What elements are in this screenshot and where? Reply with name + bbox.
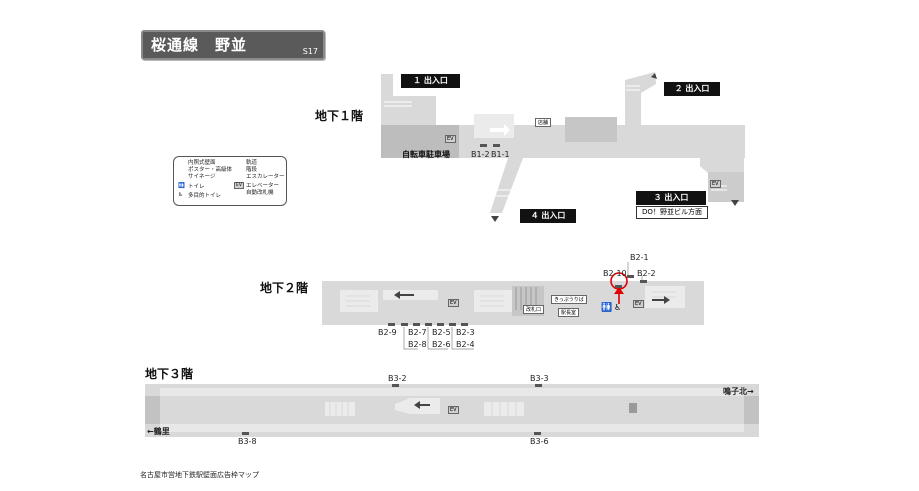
b2-lounge-label: きっぷうりば [551, 295, 587, 304]
legend-track: 軌道 [246, 160, 258, 166]
ad-spot-b2-7-label: B2-7 [408, 328, 427, 337]
ad-spot-b3-6-label: B3-6 [530, 437, 549, 446]
legend-poster: ポスター・高級体 [188, 167, 233, 173]
b3-stair-right [484, 402, 524, 416]
ad-spot-b2-6-mark [437, 323, 444, 326]
ad-spot-b2-1-label: B2-1 [630, 253, 649, 262]
b1-stair-arrow-exit2 [651, 73, 657, 79]
b3-stairs [329, 402, 517, 416]
ad-spot-b2-8-label: B2-8 [408, 340, 427, 349]
b3-ev-label: EV [448, 406, 459, 414]
ad-spot-b2-10-mark [615, 285, 622, 288]
b1-escalator-arrow [490, 124, 510, 136]
ad-spot-b2-6-label: B2-6 [432, 340, 451, 349]
b2-gate-label: 改札口 [523, 305, 545, 314]
b1-bicycle-parking-label: 自転車駐車場 [402, 150, 450, 159]
map-legend: 内照式壁面 ポスター・高級体 サイネージ 🚻 トイレ ♿ 多目的トイレ 軌道 階… [173, 156, 287, 206]
station-code: S17 [302, 47, 318, 56]
ad-spot-b3-2-label: B3-2 [388, 374, 407, 383]
b2-ad-leader-lines [403, 262, 643, 350]
b1-floor-plan [381, 72, 745, 213]
ad-spot-b2-9-label: B2-9 [378, 328, 397, 337]
ad-spot-b1-2-label: B1-2 [471, 150, 490, 159]
station-name: 桜通線 野並 [151, 36, 248, 54]
footer-caption: 名古屋市営地下鉄駅壁面広告枠マップ [140, 471, 259, 479]
ad-spot-b1-2-mark [480, 144, 487, 147]
b1-exit4-corridor [490, 158, 523, 213]
exit-1-label: １ 出入口 [401, 74, 460, 88]
b1-exit3-ev-label: EV [710, 180, 721, 188]
b3-end-left [145, 396, 160, 424]
b3-end-right [744, 396, 759, 424]
ad-spot-b2-5-label: B2-5 [432, 328, 451, 337]
legend-stairs: 階段 [246, 167, 258, 173]
ad-spot-b2-2-label: B2-2 [637, 269, 656, 278]
highlight-arrow-head [614, 287, 624, 294]
b1-stair-arrow-exit1 [393, 80, 401, 84]
b3-track-bottom [160, 424, 744, 432]
floor-label-b1: 地下１階 [315, 109, 364, 123]
ad-spot-b2-10-label: B2-10 [603, 269, 627, 278]
legend-toilet: トイレ [188, 184, 205, 190]
ad-spot-b3-6-mark [534, 432, 541, 435]
floor-label-b3: 地下３階 [145, 367, 194, 381]
ad-spot-b2-2-mark [640, 280, 647, 283]
b1-exit1-corridor [381, 74, 436, 125]
ad-spot-b2-4-label: B2-4 [456, 340, 475, 349]
legend-elevator: エレベーター [246, 183, 280, 189]
ad-spot-b2-9-mark [388, 323, 395, 326]
b3-bench-right [629, 403, 637, 413]
legend-signage: サイネージ [188, 174, 216, 180]
b1-exit2-corridor [625, 72, 656, 125]
ad-spot-b2-3-label: B2-3 [456, 328, 475, 337]
b1-shop-label: 店舗 [535, 118, 552, 127]
b1-stair-arrow-exit3 [731, 200, 739, 206]
ad-spot-b3-8-label: B3-8 [238, 437, 257, 446]
b1-concourse [381, 125, 745, 158]
ad-spot-b2-8-mark [413, 323, 420, 326]
ad-spot-b2-7-mark [401, 323, 408, 326]
b3-floor-plan [145, 384, 759, 437]
ad-spot-b2-1-mark [627, 275, 634, 278]
b1-shop [565, 117, 617, 142]
b2-toilet-icon: 🚻 [601, 303, 613, 313]
legend-wall-inner: 内照式壁面 [188, 160, 216, 166]
legend-auto-gate: 自動改札機 [246, 190, 274, 196]
ad-spot-b1-1-label: B1-1 [491, 150, 510, 159]
b3-track-top [160, 388, 744, 396]
ad-spot-b3-8-mark [242, 432, 249, 435]
ad-spot-b2-4-mark [461, 323, 468, 326]
b3-escalator-arrow [414, 401, 430, 409]
station-title-box: 桜通線 野並 S17 [141, 30, 325, 60]
b3-direction-tsurusato: ←鶴里 [147, 427, 170, 436]
floor-label-b2: 地下２階 [260, 281, 309, 295]
ad-spot-b3-3-label: B3-3 [530, 374, 549, 383]
b2-office-label: 駅長室 [558, 308, 580, 317]
wheelchair-icon: ♿ [178, 192, 183, 198]
b2-ev-label-left: EV [448, 299, 459, 307]
ad-spot-b3-3-mark [535, 384, 542, 387]
b2-wheelchair-icon: ♿ [614, 303, 622, 312]
ad-spot-b2-3-mark [449, 323, 456, 326]
b2-escalator-arrow-right [652, 296, 670, 304]
b2-escalator-arrow-left [394, 291, 414, 299]
b2-ev-label-right: EV [633, 300, 644, 308]
ad-spot-b1-1-mark [493, 144, 500, 147]
exit-3-label: ３ 出入口 [636, 191, 706, 205]
b2-floor-plan [322, 281, 704, 325]
exit-2-label: ２ 出入口 [664, 82, 720, 96]
b1-stair-arrow-exit4 [491, 216, 499, 222]
exit-3-direction: DO！野並ビル方面 [636, 206, 708, 219]
legend-multipurpose-toilet: 多目的トイレ [188, 193, 222, 199]
exit-4-label: ４ 出入口 [520, 209, 576, 223]
b1-ev-label: EV [445, 135, 456, 143]
ad-spot-b3-2-mark [392, 384, 399, 387]
toilet-icon: 🚻 [178, 183, 185, 189]
b1-stair-block [474, 114, 514, 138]
legend-escalator: エスカレーター [246, 174, 285, 180]
b3-direction-narukokita: 鳴子北→ [723, 387, 754, 396]
legend-ev-box: EV [234, 182, 244, 189]
ad-spot-b2-5-mark [425, 323, 432, 326]
